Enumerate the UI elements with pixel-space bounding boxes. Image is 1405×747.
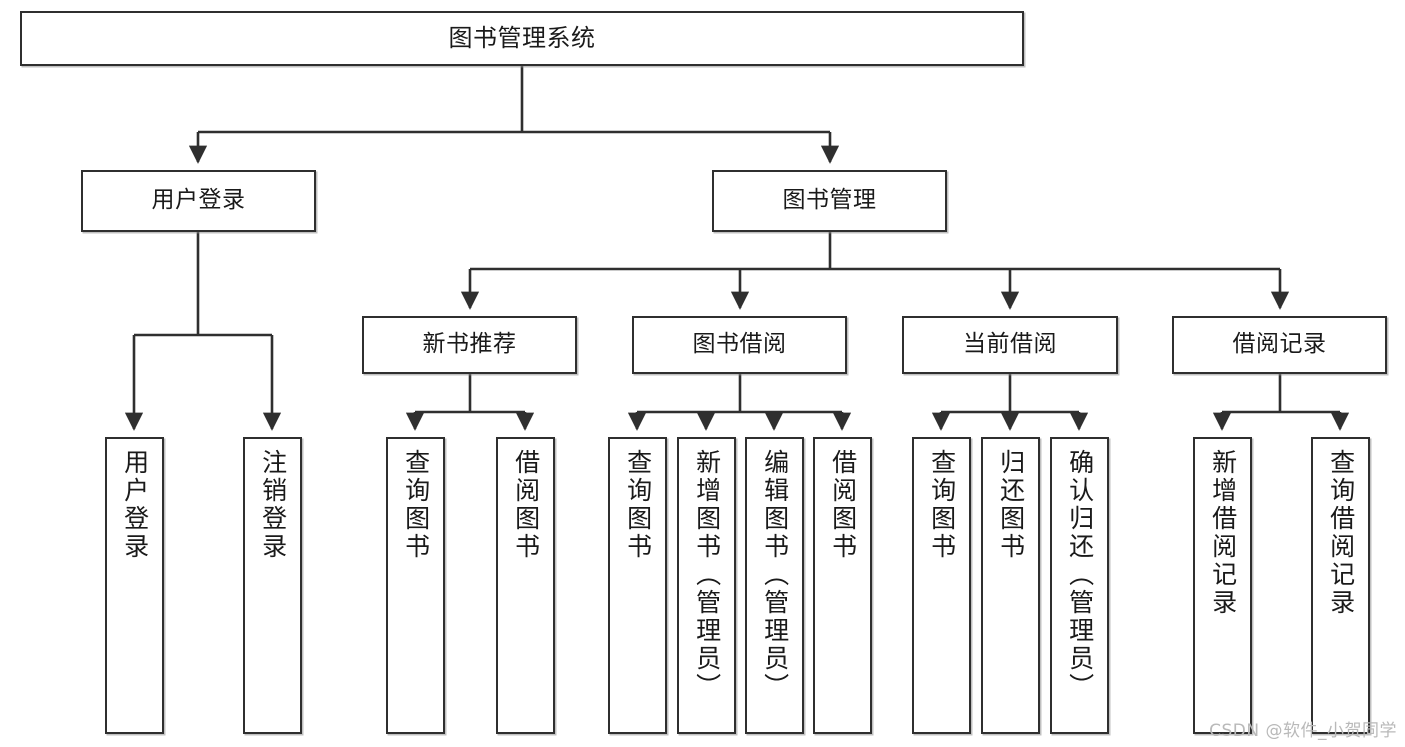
node-label: 借阅图书 [511,449,541,561]
node-label: 确认归还（管理员） [1065,449,1095,701]
node-label: 注销登录 [258,449,288,561]
node-leaf-query-borrow-record[interactable]: 查询借阅记录 [1311,437,1370,734]
node-current-borrowing[interactable]: 当前借阅 [902,316,1118,374]
node-borrow-records[interactable]: 借阅记录 [1172,316,1387,374]
node-book-management[interactable]: 图书管理 [712,170,947,232]
node-label: 借阅记录 [1232,331,1327,358]
node-leaf-confirm-return[interactable]: 确认归还（管理员） [1050,437,1109,734]
node-label: 编辑图书（管理员） [760,449,790,701]
node-leaf-logout[interactable]: 注销登录 [243,437,302,734]
node-label: 新增图书（管理员） [692,449,722,701]
node-leaf-edit-book[interactable]: 编辑图书（管理员） [745,437,804,734]
node-label: 用户登录 [151,187,246,214]
node-label: 当前借阅 [963,331,1057,358]
node-label: 借阅图书 [828,449,858,561]
node-label: 图书管理系统 [448,24,596,53]
node-leaf-query-book-recommendation[interactable]: 查询图书 [386,437,445,734]
node-label: 归还图书 [996,449,1026,561]
node-leaf-query-book-current[interactable]: 查询图书 [912,437,971,734]
node-label: 新增借阅记录 [1208,449,1238,617]
node-leaf-user-login[interactable]: 用户登录 [105,437,164,734]
node-label: 图书借阅 [692,331,787,358]
node-book-borrowing[interactable]: 图书借阅 [632,316,847,374]
node-label: 图书管理 [782,187,877,214]
node-label: 查询借阅记录 [1326,449,1356,617]
node-leaf-query-book-borrowing[interactable]: 查询图书 [608,437,667,734]
node-leaf-return-book[interactable]: 归还图书 [981,437,1040,734]
node-new-book-recommendation[interactable]: 新书推荐 [362,316,577,374]
node-label: 查询图书 [927,449,957,561]
node-label: 查询图书 [401,449,431,561]
node-leaf-add-book[interactable]: 新增图书（管理员） [677,437,736,734]
watermark-text: CSDN @软件_小贺同学 [1209,721,1397,741]
node-label: 新书推荐 [422,331,517,358]
node-leaf-borrow-book-recommendation[interactable]: 借阅图书 [496,437,555,734]
node-leaf-borrow-book[interactable]: 借阅图书 [813,437,872,734]
node-label: 用户登录 [120,449,150,561]
node-user-login[interactable]: 用户登录 [81,170,316,232]
node-root-system[interactable]: 图书管理系统 [20,11,1024,66]
node-label: 查询图书 [623,449,653,561]
node-leaf-add-borrow-record[interactable]: 新增借阅记录 [1193,437,1252,734]
